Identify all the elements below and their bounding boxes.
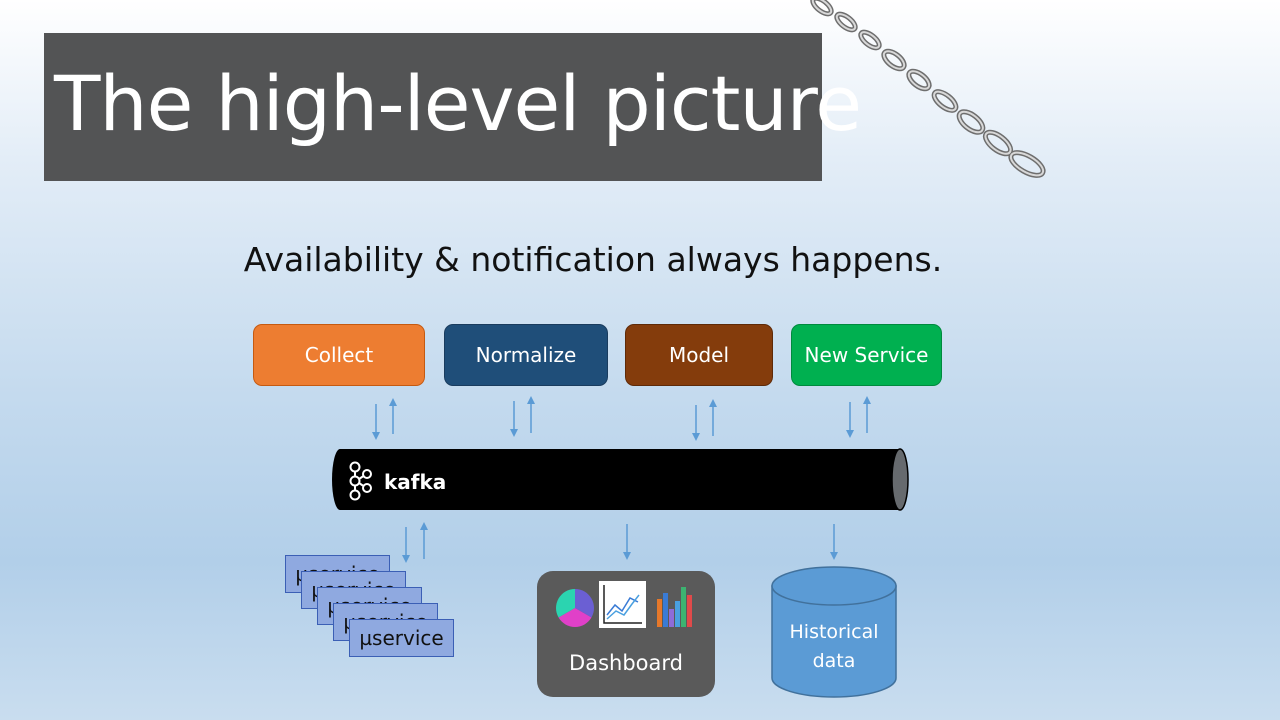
line-chart-icon <box>599 581 646 628</box>
kafka-label: kafka <box>384 470 447 494</box>
new-service-label: New Service <box>804 343 929 367</box>
new-service-box: New Service <box>791 324 942 386</box>
collect-box: Collect <box>253 324 425 386</box>
dashboard-box: Dashboard <box>537 571 715 697</box>
microservice-box: µservice <box>349 619 454 657</box>
historical-data-cylinder <box>771 566 897 698</box>
subtitle: Availability & notification always happe… <box>243 240 943 279</box>
normalize-label: Normalize <box>475 343 577 367</box>
bar-chart-icon <box>657 587 692 627</box>
page-title: The high-level picture <box>54 59 862 148</box>
collect-label: Collect <box>304 343 374 367</box>
pie-chart-icon <box>556 589 594 627</box>
dashboard-label: Dashboard <box>569 651 683 675</box>
kafka-pipe <box>332 448 909 511</box>
normalize-box: Normalize <box>444 324 608 386</box>
historical-data-label: Historical data <box>789 621 879 672</box>
title-bar: The high-level picture <box>44 33 862 181</box>
model-label: Model <box>668 343 730 367</box>
kafka-logo-icon <box>349 461 372 501</box>
model-box: Model <box>625 324 773 386</box>
